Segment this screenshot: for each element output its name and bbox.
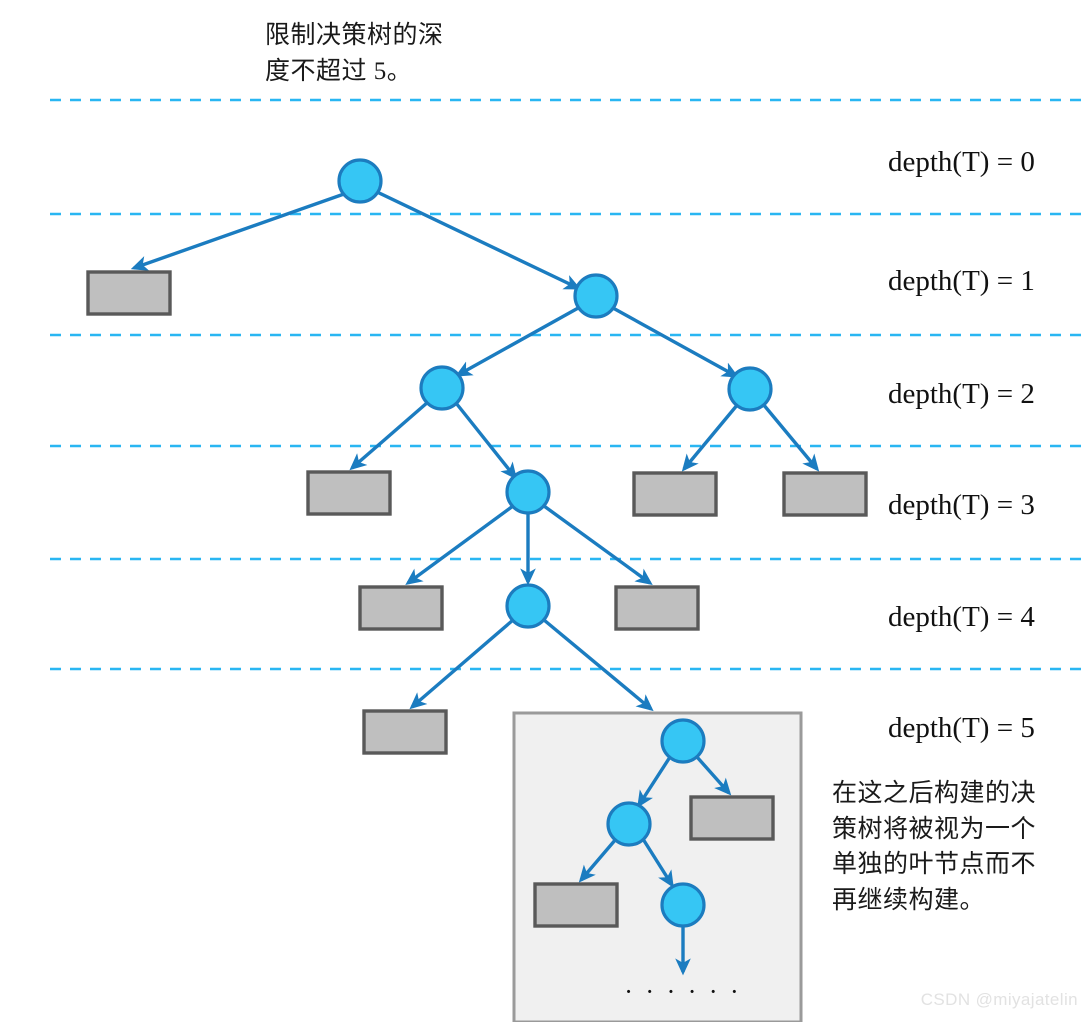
tree-edge-n0-to-l0 xyxy=(130,192,345,271)
internal-nodes xyxy=(337,158,773,928)
depth-label-1: depth(T) = 1 xyxy=(888,265,1035,297)
leaf-node-l8 xyxy=(533,882,619,928)
subtree-box-rect xyxy=(512,711,803,1022)
tree-edge-b0-to-l7 xyxy=(695,755,732,796)
tree-edge-b0-to-b1 xyxy=(637,756,672,808)
tree-edge-n3-to-l5 xyxy=(543,504,653,585)
internal-node-b1 xyxy=(606,801,652,847)
leaf-node-l1 xyxy=(306,470,392,516)
depth-label-0: depth(T) = 0 xyxy=(888,146,1035,178)
depth-label-3: depth(T) = 3 xyxy=(888,489,1035,521)
internal-node-b0 xyxy=(660,718,706,764)
internal-node-n1 xyxy=(573,273,619,319)
tree-edge-n2a-to-l1 xyxy=(349,400,430,471)
depth-dashed-lines xyxy=(50,98,1090,671)
depth-label-5: depth(T) = 5 xyxy=(888,712,1035,744)
collapsed-subtree-box xyxy=(512,711,803,1022)
tree-edge-n1-to-n2a xyxy=(455,305,581,377)
internal-node-n4 xyxy=(505,583,551,629)
internal-node-n2b xyxy=(727,366,773,412)
leaf-node-l4 xyxy=(358,585,444,631)
tree-edge-n2b-to-l2 xyxy=(681,402,740,472)
depth-label-4: depth(T) = 4 xyxy=(888,601,1035,633)
tree-edges xyxy=(130,190,820,976)
csdn-watermark: CSDN @miyajatelin xyxy=(920,990,1078,1009)
leaf-node-l6 xyxy=(362,709,448,755)
leaf-node-l7 xyxy=(689,795,775,841)
internal-node-n0 xyxy=(337,158,383,204)
internal-node-n3 xyxy=(505,469,551,515)
leaf-node-l3 xyxy=(782,471,868,517)
tree-edge-n2b-to-l3 xyxy=(761,402,820,472)
tree-edge-n4-to-box xyxy=(542,618,654,712)
ellipsis-dots: · · · · · · xyxy=(624,977,741,1006)
leaf-node-l5 xyxy=(614,585,700,631)
continuation-dots: · · · · · · xyxy=(624,977,741,1006)
collapsed-subtree-note: 在这之后构建的决 策树将被视为一个 单独的叶节点而不 再继续构建。 xyxy=(832,780,1037,914)
tree-edge-b1-to-l8 xyxy=(578,837,618,883)
depth-limit-note: 限制决策树的深 度不超过 5。 xyxy=(265,22,444,85)
internal-node-n2a xyxy=(419,365,465,411)
depth-label-2: depth(T) = 2 xyxy=(888,378,1035,410)
tree-edge-n0-to-n1 xyxy=(376,190,582,290)
leaf-nodes xyxy=(86,270,868,928)
internal-node-b2 xyxy=(660,882,706,928)
tree-edge-n4-to-l6 xyxy=(409,618,515,710)
tree-edge-n1-to-n2b xyxy=(612,306,739,378)
leaf-node-l2 xyxy=(632,471,718,517)
tree-edge-b1-to-b2 xyxy=(641,838,674,888)
leaf-node-l0 xyxy=(86,270,172,316)
tree-edge-n3-to-l4 xyxy=(405,504,515,586)
tree-edge-n2a-to-n3 xyxy=(454,401,518,480)
